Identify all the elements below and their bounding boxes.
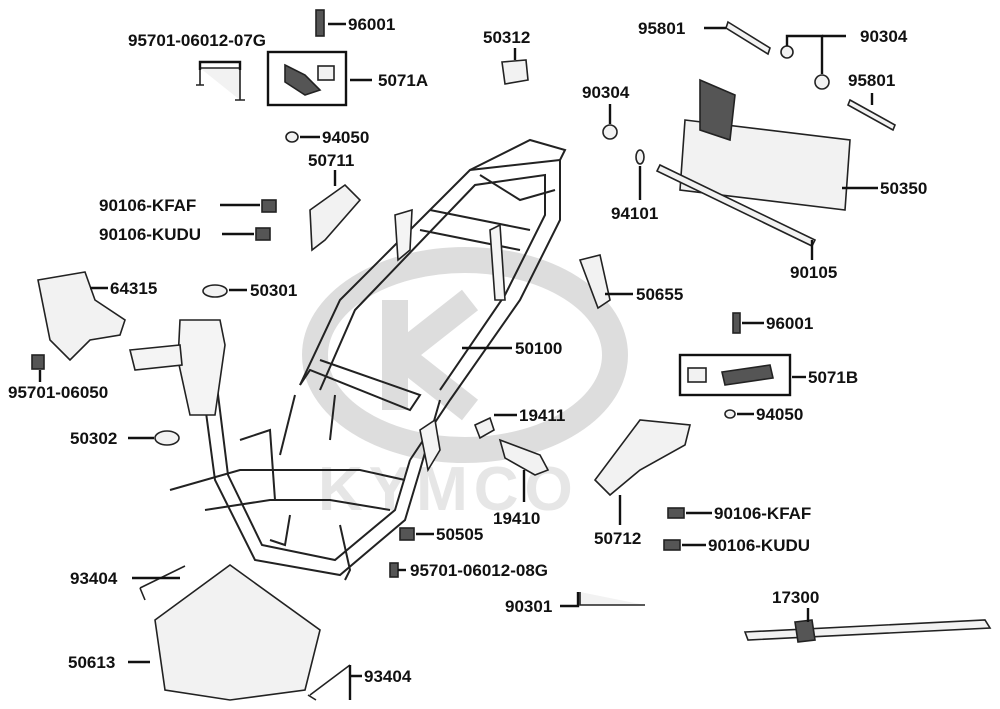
label-90301: 90301 <box>505 597 552 616</box>
label-50100: 50100 <box>515 339 562 358</box>
label-93404-left: 93404 <box>70 569 118 588</box>
label-50302: 50302 <box>70 429 117 448</box>
label-90106-kudu-right: 90106-KUDU <box>708 536 810 555</box>
washer-90304 <box>602 124 618 140</box>
grommet-50302 <box>154 430 180 446</box>
footrest-bracket-a <box>284 63 322 96</box>
footrest-50712 <box>593 419 692 497</box>
label-50655: 50655 <box>636 285 683 304</box>
bolt-95701-06050 <box>31 354 45 370</box>
label-95801-right: 95801 <box>848 71 895 90</box>
grommet-50301 <box>202 284 228 298</box>
bolt-95801-top <box>725 20 771 56</box>
box-5071a <box>266 50 348 107</box>
bolt-95801-right <box>846 98 897 132</box>
label-90304-top: 90304 <box>860 27 908 46</box>
label-19410: 19410 <box>493 509 540 528</box>
cable-17300 <box>743 619 992 641</box>
engine-hanger-50350 <box>679 119 851 211</box>
bolt-90106-kfaf-left <box>261 199 277 213</box>
bracket-50711 <box>309 183 362 252</box>
label-90106-kfaf-right: 90106-KFAF <box>714 504 811 523</box>
bolt-95701-08g <box>389 562 399 578</box>
label-95701-06050: 95701-06050 <box>8 383 108 402</box>
label-5071b: 5071B <box>808 368 858 387</box>
label-19411: 19411 <box>519 406 565 425</box>
label-94050-top: 94050 <box>322 128 369 147</box>
label-50613: 50613 <box>68 653 115 672</box>
label-50350: 50350 <box>880 179 927 198</box>
bolt-90106-kudu-right <box>663 539 681 551</box>
bolt-93404-bottom <box>307 664 351 701</box>
bolt-96001-top <box>315 9 325 37</box>
label-50505: 50505 <box>436 525 483 544</box>
label-90106-kfaf-left: 90106-KFAF <box>99 196 196 215</box>
label-94050-mid: 94050 <box>756 405 803 424</box>
part-labels: 96001 95701-06012-07G 5071A 50312 95801 … <box>8 15 927 686</box>
label-95801-top: 95801 <box>638 19 685 38</box>
label-90304-mid: 90304 <box>582 83 630 102</box>
plate-50312 <box>501 59 529 85</box>
bracket-64315 <box>37 271 126 362</box>
bracket-50505 <box>399 527 415 541</box>
leader-lines <box>38 22 878 700</box>
label-93404-bottom: 93404 <box>364 667 412 686</box>
washer-94101 <box>635 149 645 165</box>
clip-94050-top <box>285 131 299 143</box>
label-17300: 17300 <box>772 588 819 607</box>
main-frame <box>128 138 567 581</box>
box-5071b <box>678 353 792 397</box>
label-50301: 50301 <box>250 281 297 300</box>
hanger-link <box>699 78 736 142</box>
bolt-95701-07g <box>196 67 245 101</box>
label-94101: 94101 <box>611 204 658 223</box>
clip-94050-mid <box>724 409 736 419</box>
bracket-50655 <box>578 254 611 310</box>
part-shapes <box>31 9 992 701</box>
nut-90304-a <box>780 45 794 59</box>
bolt-90106-kudu-left <box>255 227 271 241</box>
nut-90304-b <box>814 74 830 90</box>
label-96001-top: 96001 <box>348 15 395 34</box>
cable-90301 <box>579 592 645 606</box>
label-95701-06012-07g: 95701-06012-07G <box>128 31 266 50</box>
label-50712: 50712 <box>594 529 641 548</box>
clip-5071a <box>317 65 335 81</box>
bolt-93404-left <box>139 565 186 601</box>
watermark-logo: KYMCO <box>302 247 628 524</box>
label-50312: 50312 <box>483 28 530 47</box>
footrest-bracket-b <box>721 364 774 386</box>
clamp-19411 <box>473 416 495 440</box>
bolt-96001-mid <box>732 312 741 334</box>
label-64315: 64315 <box>110 279 157 298</box>
hose-19410 <box>498 438 550 476</box>
switch-17300 <box>794 619 816 643</box>
clip-5071b <box>687 367 707 383</box>
label-5071a: 5071A <box>378 71 428 90</box>
label-50711: 50711 <box>308 151 354 170</box>
label-90106-kudu-left: 90106-KUDU <box>99 225 201 244</box>
label-90105: 90105 <box>790 263 837 282</box>
label-96001-mid: 96001 <box>766 314 813 333</box>
cover-50613 <box>154 564 321 701</box>
bolt-90106-kfaf-right <box>667 507 685 519</box>
label-95701-06012-08g: 95701-06012-08G <box>410 561 548 580</box>
